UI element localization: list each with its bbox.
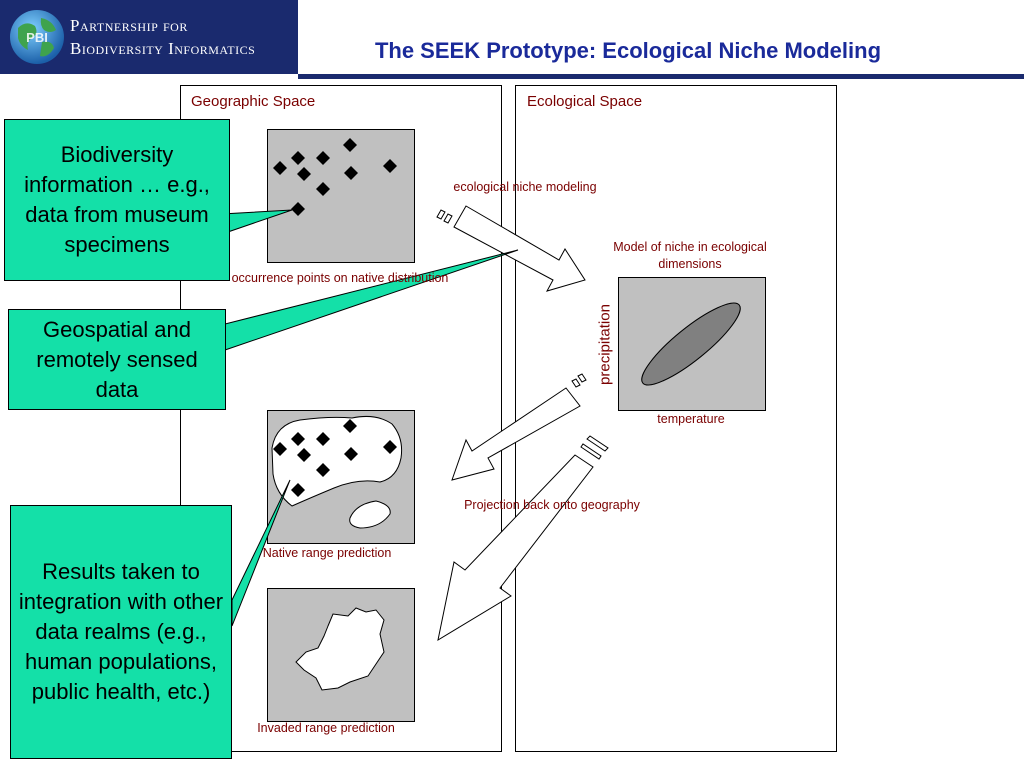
ecological-space-panel [515, 85, 837, 752]
slide-title: The SEEK Prototype: Ecological Niche Mod… [374, 38, 882, 63]
results-pointer [231, 479, 291, 627]
native-range-small-shape [349, 500, 391, 529]
biodiversity-pointer [221, 209, 293, 235]
occurrence-point [316, 151, 330, 165]
occurrence-point [383, 159, 397, 173]
occurrence-map [267, 129, 415, 263]
projection-native-arrow [451, 373, 587, 481]
logo-line-1: Partnership for [70, 16, 188, 35]
occurrence-point [273, 161, 287, 175]
logo-line-2: Biodiversity Informatics [70, 39, 256, 58]
globe-icon: PBI [10, 10, 64, 64]
occurrence-point [343, 138, 357, 152]
native-range-shape [271, 416, 403, 507]
invaded-range-label: Invaded range prediction [257, 721, 395, 735]
logo-banner: PBI Partnership for Biodiversity Informa… [0, 0, 298, 74]
temperature-axis-label: temperature [657, 412, 725, 426]
occurrence-point [291, 151, 305, 165]
occurrence-point [291, 432, 305, 446]
occurrence-label: occurrence points on native distribution [231, 271, 449, 285]
native-range-label: Native range prediction [262, 546, 392, 560]
biodiversity-callout: Biodiversity information … e.g., data fr… [4, 119, 230, 281]
geospatial-callout: Geospatial and remotely sensed data [8, 309, 226, 410]
ecological-space-title: Ecological Space [527, 93, 643, 110]
occurrence-point [291, 483, 305, 497]
niche-modeling-arrow [436, 205, 586, 292]
occurrence-point [291, 202, 305, 216]
invaded-range-shape [295, 607, 385, 691]
occurrence-point [273, 442, 287, 456]
occurrence-point [297, 167, 311, 181]
geospatial-pointer [224, 249, 519, 351]
niche-model-label-line-1: Model of niche in ecological [613, 240, 767, 254]
projection-invaded-arrow [437, 435, 609, 642]
niche-modeling-label: ecological niche modeling [453, 180, 597, 194]
title-underline [298, 74, 1024, 79]
svg-text:PBI: PBI [26, 30, 48, 45]
niche-ellipse [641, 302, 741, 386]
native-range-points [273, 419, 397, 497]
niche-model-label-line-2: dimensions [658, 257, 722, 271]
occurrence-point [297, 448, 311, 462]
geographic-space-title: Geographic Space [191, 93, 316, 110]
occurrence-point [316, 182, 330, 196]
occurrence-point [316, 432, 330, 446]
logo-text: Partnership for Biodiversity Informatics [70, 14, 295, 60]
occurrence-point [343, 419, 357, 433]
occurrence-point [383, 440, 397, 454]
projection-label: Projection back onto geography [464, 498, 640, 512]
occurrence-point [344, 447, 358, 461]
occurrence-points [273, 138, 397, 216]
niche-model-label: Model of niche in ecological dimensions [588, 239, 792, 273]
occurrence-point [316, 463, 330, 477]
occurrence-point [344, 166, 358, 180]
precipitation-axis-label: precipitation [596, 304, 614, 385]
results-callout: Results taken to integration with other … [10, 505, 232, 759]
